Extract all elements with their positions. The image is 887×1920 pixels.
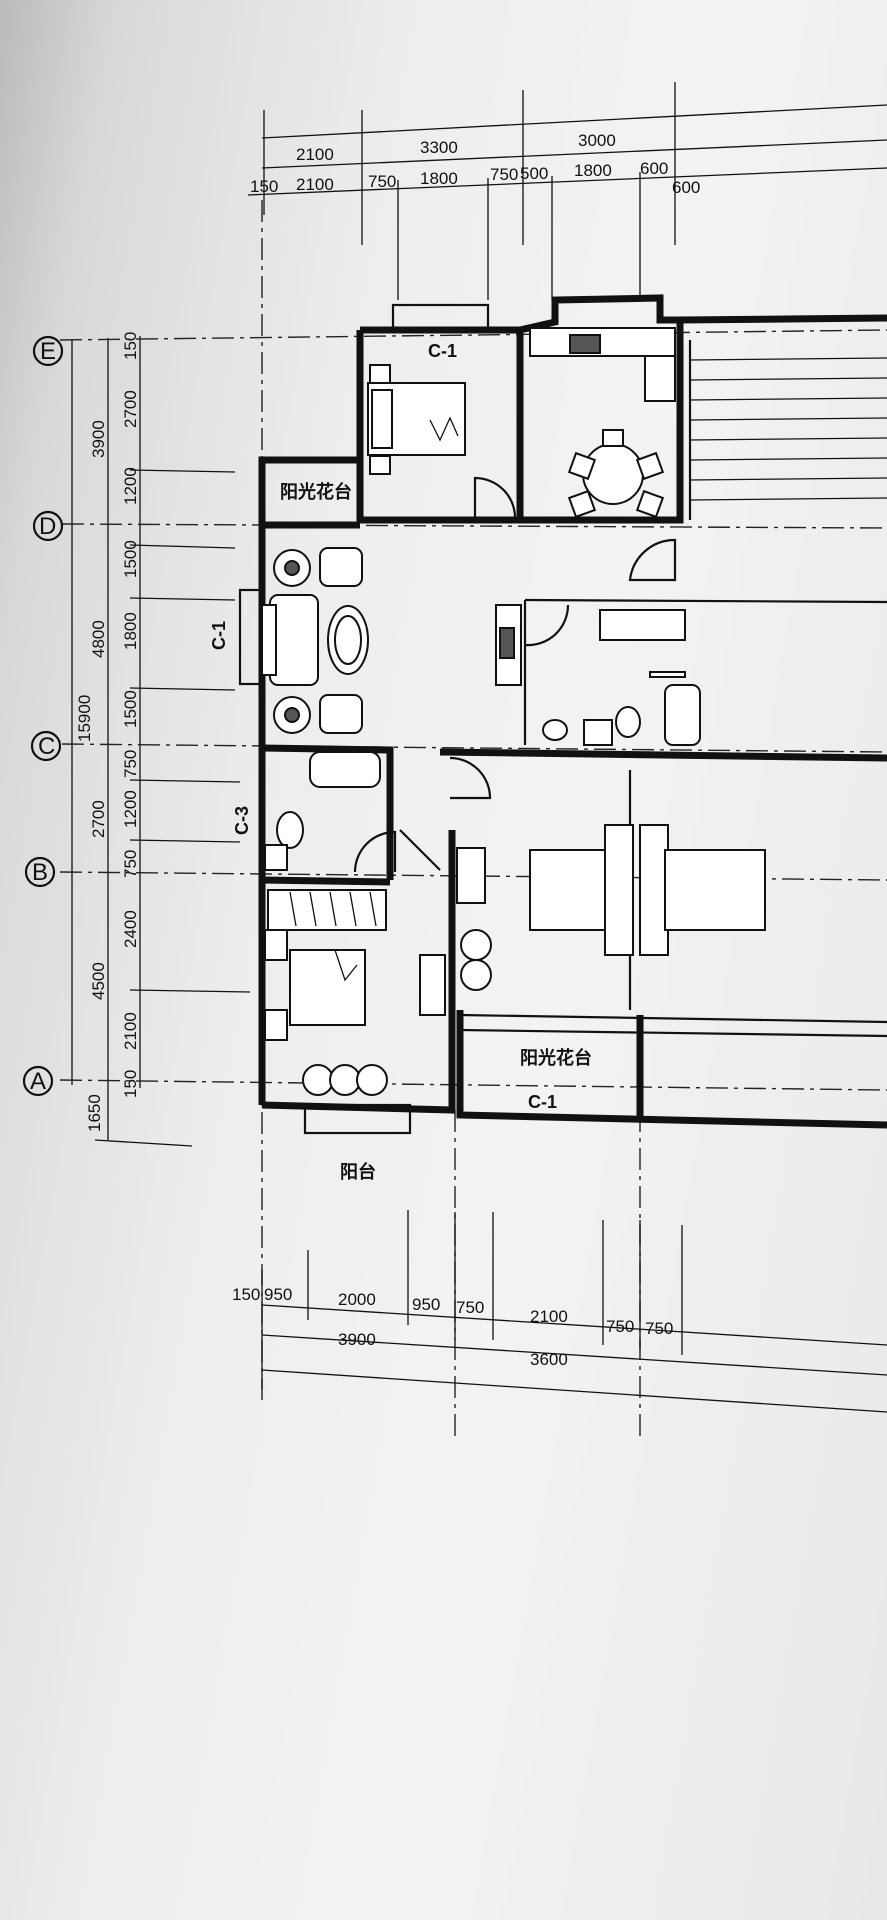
armchair-bottom: [319, 694, 363, 734]
stool-1: [302, 1064, 334, 1096]
stool-2: [329, 1064, 361, 1096]
axis-label-e: E: [40, 338, 56, 365]
wardrobe: [267, 889, 387, 931]
sun-balcony-label-top: 阳光花台: [280, 481, 352, 502]
dining-table: [582, 443, 644, 505]
axis-bubble-b: [24, 856, 56, 888]
axis-bubble-c: [30, 730, 62, 762]
top-dim-750-b: 750: [490, 165, 518, 184]
bottom-dim-2100: 2100: [530, 1307, 568, 1326]
balcony-label: 阳台: [340, 1161, 376, 1182]
bottom-dim-950-b: 950: [412, 1295, 440, 1314]
bottom-dim-3900: 3900: [338, 1330, 376, 1349]
left-dim-2100: 2100: [121, 1012, 140, 1050]
kitchen-counter: [529, 327, 676, 357]
bottom-dim-750-a: 750: [456, 1298, 484, 1317]
top-dim-1800-a: 1800: [420, 169, 458, 188]
sun-balcony-label-bottom: 阳光花台: [520, 1047, 592, 1068]
left-dim-4500: 4500: [89, 962, 108, 1000]
bottom-dim-2000: 2000: [338, 1290, 376, 1309]
top-dim-2100-a: 2100: [296, 145, 334, 164]
bathtub: [309, 751, 381, 788]
left-dim-1500-a: 1500: [121, 540, 140, 578]
armchair-top: [319, 547, 363, 587]
left-dim-2400: 2400: [121, 910, 140, 948]
top-dim-150: 150: [250, 177, 278, 196]
left-dim-150-bottom: 150: [121, 1070, 140, 1098]
top-dim-600-a: 600: [640, 159, 668, 178]
left-dim-15900: 15900: [75, 695, 94, 742]
top-dimensions: 2100 3300 3000 150 2100 750 1800 750 500…: [247, 82, 887, 300]
top-dim-1800-b: 1800: [574, 161, 612, 180]
bottom-dim-150: 150: [232, 1285, 260, 1304]
axis-label-c: C: [38, 733, 55, 760]
left-dim-2700-a: 2700: [121, 390, 140, 428]
axis-label-a: A: [30, 1068, 46, 1095]
left-dim-1650: 1650: [85, 1094, 104, 1132]
window-label-top: C-1: [428, 341, 457, 361]
stair-treads: [689, 357, 887, 501]
left-dim-150-top: 150: [121, 332, 140, 360]
bed-bottom-left: [289, 949, 366, 1026]
room-labels: C-1 C-1 C-3 C-1 阳光花台 阳光花台 阳台: [209, 341, 592, 1182]
window-label-bottom: C-1: [528, 1092, 557, 1112]
sofa: [269, 594, 319, 686]
axis-label-b: B: [32, 859, 48, 886]
axis-bubble-a: [22, 1065, 54, 1097]
walls: [238, 294, 887, 1135]
bottom-dim-750-b: 750: [606, 1317, 634, 1336]
top-dim-3000: 3000: [578, 131, 616, 150]
left-dim-750-a: 750: [121, 750, 140, 778]
axis-bubble-e: [32, 335, 64, 367]
stool-3: [356, 1064, 388, 1096]
top-dim-750-a: 750: [368, 172, 396, 191]
window-label-left: C-1: [209, 621, 229, 650]
top-dim-500: 500: [520, 164, 548, 183]
axis-bubble-d: [32, 510, 64, 542]
bottom-dim-3600: 3600: [530, 1350, 568, 1369]
left-dim-1200-b: 1200: [121, 790, 140, 828]
left-dim-1800: 1800: [121, 612, 140, 650]
bottom-dim-750-c: 750: [645, 1319, 673, 1338]
left-dim-4800: 4800: [89, 620, 108, 658]
doors: [353, 476, 677, 873]
toilet-main: [276, 811, 304, 849]
left-dim-2700-b: 2700: [89, 800, 108, 838]
top-dim-600-b: 600: [672, 178, 700, 197]
window-label-bath: C-3: [232, 806, 252, 835]
bottom-dim-950-a: 950: [264, 1285, 292, 1304]
left-dim-1500-b: 1500: [121, 690, 140, 728]
top-dim-2100-b: 2100: [296, 175, 334, 194]
left-dim-3900: 3900: [89, 420, 108, 458]
bottom-dimensions: 150 950 2000 950 750 2100 750 750 3900 3…: [232, 1210, 887, 1413]
furniture: [261, 327, 887, 1096]
left-dim-1200-a: 1200: [121, 467, 140, 505]
left-dim-750-b: 750: [121, 850, 140, 878]
left-dimensions: 150 2700 1200 1500 1800 1500 750 1200 75…: [71, 332, 251, 1147]
axis-label-d: D: [39, 513, 56, 540]
top-dim-3300: 3300: [420, 138, 458, 157]
